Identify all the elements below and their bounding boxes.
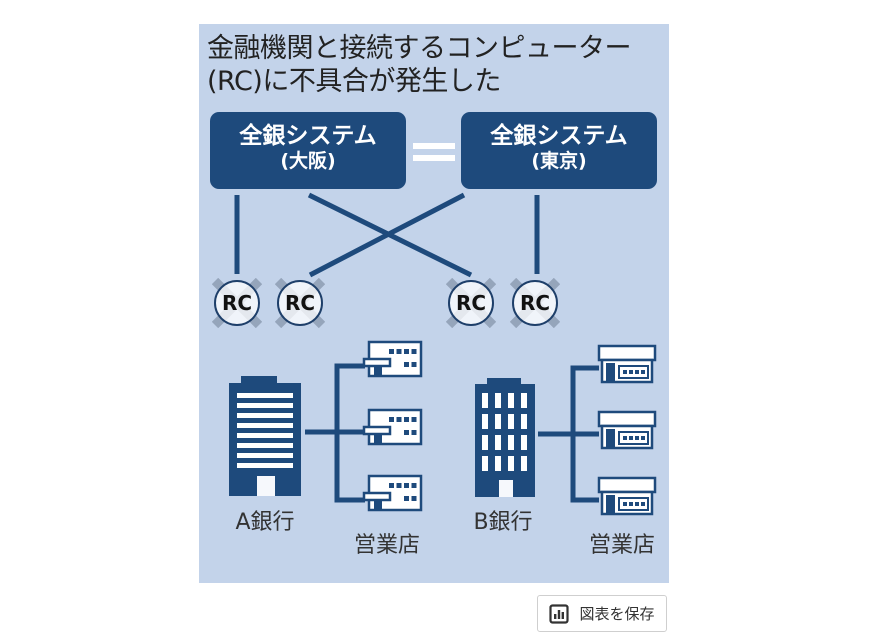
connection-lines bbox=[229, 143, 657, 516]
branch-shop-icon bbox=[597, 476, 657, 516]
equals-bar-bottom bbox=[413, 155, 455, 161]
branch-office-icon bbox=[362, 474, 423, 512]
line-tokyo-rc2 bbox=[308, 192, 466, 278]
bank-a-building-icon bbox=[229, 376, 301, 496]
bank-a-label: A銀行 bbox=[235, 510, 295, 535]
system-location: (東京) bbox=[531, 150, 587, 172]
rc-node-1: RC bbox=[212, 278, 262, 328]
title-line-2: (RC)に不具合が発生した bbox=[207, 66, 501, 97]
rc-node-3: RC bbox=[446, 278, 496, 328]
title-line-1: 金融機関と接続するコンピューター bbox=[207, 33, 632, 64]
rc-label: RC bbox=[284, 291, 316, 315]
window-grid bbox=[482, 393, 527, 471]
rc-label: RC bbox=[221, 291, 253, 315]
floor-stripes bbox=[237, 393, 293, 468]
bank-a-branch-connector bbox=[305, 363, 365, 503]
diagram-figure: 金融機関と接続するコンピューター (RC)に不具合が発生した 全銀システム (大… bbox=[199, 24, 669, 583]
system-location: (大阪) bbox=[280, 150, 336, 172]
branch-office-icon bbox=[362, 408, 423, 446]
bank-b-label: B銀行 bbox=[473, 510, 533, 535]
bank-b-branches-label: 営業店 bbox=[589, 533, 656, 558]
rc-node-4: RC bbox=[510, 278, 560, 328]
bank-a-branches-label: 営業店 bbox=[354, 533, 421, 558]
save-chart-label: 図表を保存 bbox=[579, 605, 655, 623]
branch-shop-icon bbox=[597, 410, 657, 450]
bank-b-building-icon bbox=[475, 378, 535, 497]
rc-label: RC bbox=[455, 291, 487, 315]
branch-shop-icon bbox=[597, 344, 657, 384]
bar-chart-icon bbox=[549, 603, 570, 624]
branch-office-icon bbox=[362, 340, 423, 378]
rc-label: RC bbox=[519, 291, 551, 315]
rc-node-2: RC bbox=[275, 278, 325, 328]
zengin-system-tokyo: 全銀システム (東京) bbox=[461, 112, 657, 189]
save-chart-button[interactable]: 図表を保存 bbox=[537, 595, 667, 632]
zengin-system-osaka: 全銀システム (大阪) bbox=[210, 112, 406, 189]
diagram-title: 金融機関と接続するコンピューター (RC)に不具合が発生した bbox=[207, 32, 632, 98]
equals-bar-top bbox=[413, 143, 455, 149]
bank-b-branch-connector bbox=[538, 365, 599, 503]
system-name: 全銀システム bbox=[239, 123, 377, 149]
system-name: 全銀システム bbox=[490, 123, 628, 149]
